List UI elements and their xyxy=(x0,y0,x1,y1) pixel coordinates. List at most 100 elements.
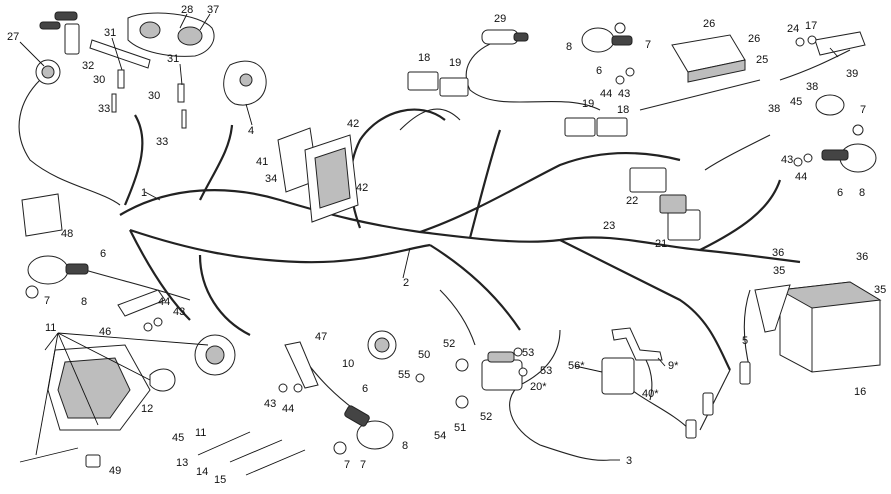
callout-44b: 44 xyxy=(600,88,612,100)
callout-21: 21 xyxy=(655,238,667,250)
callout-44c: 44 xyxy=(795,171,807,183)
callout-5: 5 xyxy=(742,335,748,347)
connector-18-19-upper xyxy=(407,71,469,97)
callout-56: 56* xyxy=(568,360,585,372)
callout-41: 41 xyxy=(256,156,268,168)
callout-24: 24 xyxy=(787,23,799,35)
callout-13: 13 xyxy=(176,457,188,469)
callout-19a: 19 xyxy=(449,57,461,69)
callout-15: 15 xyxy=(214,474,226,486)
callout-44d: 44 xyxy=(282,403,294,415)
callout-8d: 8 xyxy=(402,440,408,452)
callout-9: 9* xyxy=(668,360,679,372)
callout-45b: 45 xyxy=(172,432,184,444)
regulator-box-part xyxy=(671,34,746,83)
callout-42b: 42 xyxy=(356,182,368,194)
callout-52b: 52 xyxy=(480,411,492,423)
callout-36a: 36 xyxy=(772,247,784,259)
callout-14: 14 xyxy=(196,466,208,478)
callout-26a: 26 xyxy=(703,18,715,30)
callout-7e: 7 xyxy=(360,459,366,471)
callout-20: 20* xyxy=(530,381,547,393)
callout-1: 1 xyxy=(141,187,147,199)
callout-11a: 11 xyxy=(45,322,56,334)
relay-assembly-part xyxy=(629,167,701,241)
callout-37: 37 xyxy=(207,4,219,16)
callout-4: 4 xyxy=(248,125,254,137)
callout-22: 22 xyxy=(626,195,638,207)
small-bulbs-and-nuts xyxy=(25,22,864,455)
callout-19b: 19 xyxy=(582,98,594,110)
callout-10: 10 xyxy=(342,358,354,370)
license-light-part xyxy=(815,94,845,116)
callout-34: 34 xyxy=(265,173,277,185)
instrument-cluster-part xyxy=(127,12,215,57)
callout-33b: 33 xyxy=(156,136,168,148)
callout-7c: 7 xyxy=(860,104,866,116)
turn-signal-bottom-part xyxy=(344,405,394,450)
callout-18b: 18 xyxy=(617,104,629,116)
callout-36b: 36 xyxy=(856,251,868,263)
callout-53a: 53 xyxy=(522,347,534,359)
cluster-bracket-part xyxy=(89,39,187,129)
leader-lines xyxy=(19,13,839,461)
callout-47: 47 xyxy=(315,331,327,343)
flasher-relay-part xyxy=(21,193,63,237)
callout-38b: 38 xyxy=(768,103,780,115)
callout-52a: 52 xyxy=(443,338,455,350)
callout-48: 48 xyxy=(61,228,73,240)
callout-8b: 8 xyxy=(566,41,572,53)
callout-53b: 53 xyxy=(540,365,552,377)
callout-3: 3 xyxy=(626,455,632,467)
turn-signal-upper-right-part xyxy=(581,27,633,53)
ecu-part xyxy=(277,127,359,223)
cable-ties-part xyxy=(197,431,306,476)
callout-6a: 6 xyxy=(100,248,106,260)
ignition-switch-part xyxy=(35,11,80,85)
callout-27: 27 xyxy=(7,31,19,43)
callout-33a: 33 xyxy=(98,103,110,115)
callout-2: 2 xyxy=(403,277,409,289)
callout-43b: 43 xyxy=(618,88,630,100)
callout-6d: 6 xyxy=(362,383,368,395)
callout-30b: 30 xyxy=(148,90,160,102)
rear-bracket-part xyxy=(814,31,866,56)
headlight-assembly-part xyxy=(47,334,236,431)
callout-45a: 45 xyxy=(790,96,802,108)
callout-35a: 35 xyxy=(773,265,785,277)
turn-signal-rear-right-part xyxy=(821,143,877,173)
callout-6c: 6 xyxy=(837,187,843,199)
callout-18a: 18 xyxy=(418,52,430,64)
battery-terminal-bracket xyxy=(754,284,791,333)
callout-44a: 44 xyxy=(158,296,170,308)
connector-18-19-right xyxy=(564,117,628,137)
callout-31b: 31 xyxy=(167,53,179,65)
callout-43c: 43 xyxy=(781,154,793,166)
callout-43d: 43 xyxy=(264,398,276,410)
callout-38a: 38 xyxy=(806,81,818,93)
callout-54: 54 xyxy=(434,430,446,442)
callout-6b: 6 xyxy=(596,65,602,77)
horn-part xyxy=(367,330,397,360)
callout-16: 16 xyxy=(854,386,866,398)
callout-17: 17 xyxy=(805,20,817,32)
callout-49: 49 xyxy=(109,465,121,477)
callout-29: 29 xyxy=(494,13,506,25)
turn-signal-front-left-part xyxy=(27,255,89,285)
component-40-part xyxy=(601,357,635,395)
sensor-29-part xyxy=(481,29,529,45)
callout-43a: 43 xyxy=(173,306,185,318)
callout-8c: 8 xyxy=(859,187,865,199)
callout-46: 46 xyxy=(99,326,111,338)
callout-7b: 7 xyxy=(645,39,651,51)
callout-23: 23 xyxy=(603,220,615,232)
clip-bolt-part xyxy=(19,447,101,468)
bracket-56-part xyxy=(611,327,663,361)
callout-26b: 26 xyxy=(748,33,760,45)
callout-42a: 42 xyxy=(347,118,359,130)
callout-35b: 35 xyxy=(874,284,886,296)
handlebar-switch-part xyxy=(223,60,267,106)
callout-8a: 8 xyxy=(81,296,87,308)
callout-25: 25 xyxy=(756,54,768,66)
